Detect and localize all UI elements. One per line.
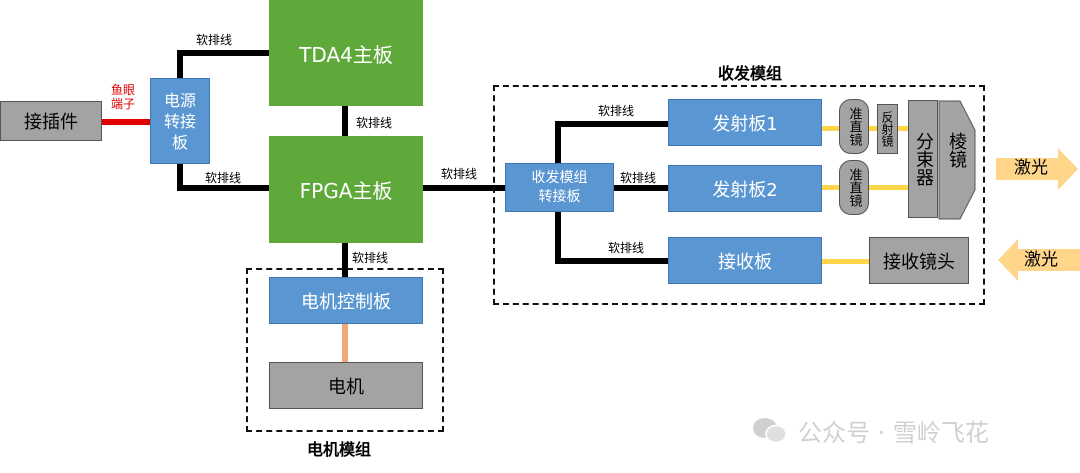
laser-in-label: 激光	[1024, 250, 1058, 270]
watermark: 公众号 · 雪岭飞花	[752, 413, 989, 448]
beam-splitter: 分束器	[908, 100, 938, 218]
transceiver-adapter: 收发模组 转接板	[505, 163, 614, 212]
power-adapter: 电源 转接 板	[150, 78, 210, 164]
motor: 电机	[269, 362, 423, 409]
fpga-board: FPGA主板	[269, 136, 423, 243]
wire-fpga-motor	[342, 243, 348, 277]
prism-label: 棱镜	[946, 132, 967, 168]
cable-label-power-tda4: 软排线	[196, 33, 233, 47]
wire-power-fpga-v	[177, 163, 183, 191]
cable-label-fpga-motor: 软排线	[352, 251, 389, 265]
laser-out-arrow	[996, 148, 1078, 190]
laser-out-label: 激光	[1014, 158, 1048, 178]
wechat-icon	[753, 417, 787, 443]
wire-power-fpga-h	[177, 185, 269, 191]
wire-power-tda4-v	[177, 50, 183, 80]
cable-label-tx1: 软排线	[598, 104, 635, 118]
group-transceiver-frame	[493, 85, 985, 305]
prism	[938, 100, 976, 220]
collimator-2: 准直镜	[839, 160, 869, 215]
eye-terminal-label: 鱼眼 端子	[111, 83, 136, 111]
tx-board-2: 发射板2	[668, 165, 822, 212]
wire-fpga-transceiver	[423, 185, 505, 191]
rx-board: 接收板	[668, 237, 822, 284]
cable-label-tda4-fpga: 软排线	[356, 116, 393, 130]
tx-board-1: 发射板1	[668, 99, 822, 146]
cable-label-power-fpga: 软排线	[205, 171, 242, 185]
eye-terminal-wire	[102, 119, 150, 125]
watermark-text: 公众号 · 雪岭飞花	[798, 419, 989, 447]
group-motor-title: 电机模组	[307, 440, 372, 459]
wire-to-rx	[555, 258, 668, 264]
motor-link	[342, 324, 348, 362]
cable-label-rx: 软排线	[608, 241, 645, 255]
laser-in-arrow	[998, 239, 1080, 281]
beam-rx	[822, 259, 870, 264]
cable-label-tx2: 软排线	[620, 171, 657, 185]
group-motor-frame	[246, 268, 444, 432]
group-transceiver-title: 收发模组	[718, 64, 783, 83]
cable-label-fpga-transceiver: 软排线	[441, 167, 478, 181]
connector: 接插件	[0, 101, 102, 141]
wire-power-tda4-h	[177, 50, 269, 56]
wire-tda4-fpga	[342, 106, 348, 136]
motor-control-board: 电机控制板	[269, 277, 423, 324]
wire-to-tx2	[614, 185, 668, 191]
tda4-board: TDA4主板	[269, 0, 423, 106]
wire-to-tx1	[555, 121, 668, 127]
rx-lens: 接收镜头	[869, 237, 969, 284]
reflector-mirror: 反射镜	[877, 104, 898, 154]
collimator-1: 准直镜	[839, 99, 869, 154]
